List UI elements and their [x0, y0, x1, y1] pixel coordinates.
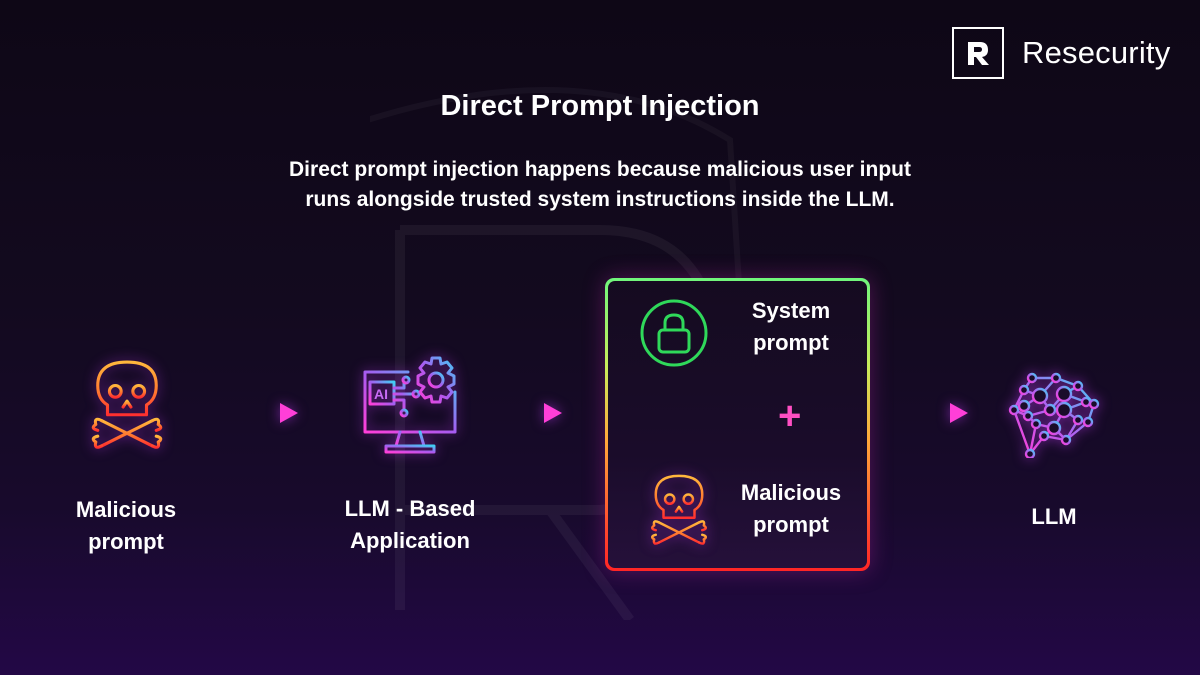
malicious-prompt-label: Malicious prompt — [716, 477, 866, 541]
ai-computer-gear-icon: AI — [363, 356, 457, 454]
label-line: prompt — [753, 512, 829, 537]
arrow-right-icon — [238, 403, 298, 423]
svg-text:AI: AI — [374, 386, 388, 402]
brand-name: Resecurity — [1022, 35, 1171, 70]
combined-prompt-box-inner: System prompt + Malicious prompt — [608, 281, 867, 568]
page-subtitle: Direct prompt injection happens because … — [250, 155, 950, 215]
label-line: prompt — [88, 529, 164, 554]
label-line: Malicious — [740, 480, 842, 505]
plus-operator: + — [778, 394, 802, 438]
subtitle-line-1: Direct prompt injection happens because … — [289, 158, 911, 181]
system-prompt-label: System prompt — [726, 295, 856, 359]
step-label-llm-application: LLM - Based Application — [320, 493, 500, 557]
step-label-llm: LLM — [994, 501, 1114, 533]
arrow-right-icon — [502, 403, 562, 423]
lock-icon — [640, 299, 708, 367]
label-line: Malicious — [75, 497, 177, 522]
skull-crossbones-icon — [91, 360, 163, 449]
resecurity-r-logo-icon — [952, 27, 1004, 79]
label-line: System — [751, 298, 831, 323]
label-line: LLM - Based — [344, 496, 476, 521]
subtitle-line-2: runs alongside trusted system instructio… — [305, 188, 895, 211]
combined-prompt-box: System prompt + Malicious prompt — [605, 278, 870, 571]
neural-brain-icon — [1008, 372, 1100, 458]
brand-logo: Resecurity — [952, 27, 1170, 79]
label-line: LLM — [1031, 504, 1077, 529]
arrow-right-icon — [908, 403, 968, 423]
label-line: prompt — [753, 330, 829, 355]
page-title: Direct Prompt Injection — [440, 90, 760, 122]
label-line: Application — [350, 528, 470, 553]
step-label-malicious-prompt: Malicious prompt — [46, 494, 206, 558]
skull-crossbones-icon — [650, 474, 708, 545]
